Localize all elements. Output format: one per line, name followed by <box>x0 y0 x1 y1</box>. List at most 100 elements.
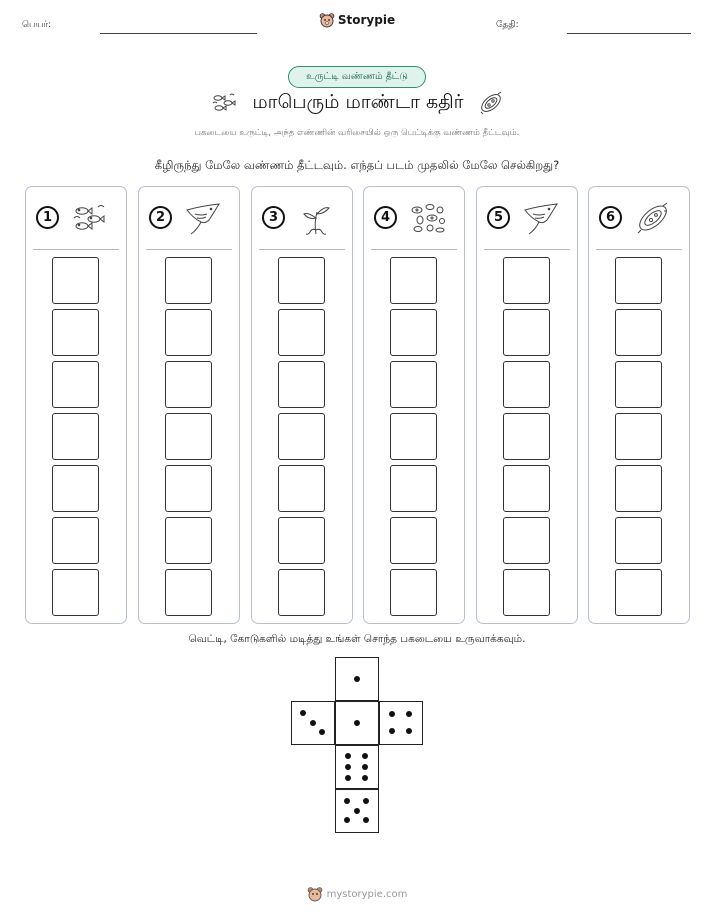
color-box[interactable] <box>390 257 437 304</box>
column-number: 1 <box>36 206 59 229</box>
color-box[interactable] <box>615 465 662 512</box>
question: கீழிருந்து மேலே வண்ணம் தீட்டவும். எந்தப்… <box>154 158 560 172</box>
footer: mystorypie.com <box>0 886 714 902</box>
color-box[interactable] <box>52 569 99 616</box>
date-label: தேதி: <box>496 20 519 30</box>
die-pip <box>363 797 370 804</box>
die-pip <box>362 774 369 781</box>
die-pip <box>343 797 350 804</box>
die-pip <box>353 807 360 814</box>
color-box[interactable] <box>52 257 99 304</box>
column-header: 6 <box>589 187 689 250</box>
color-box[interactable] <box>503 361 550 408</box>
microbe-icon <box>480 91 501 115</box>
color-box[interactable] <box>615 309 662 356</box>
color-box[interactable] <box>390 569 437 616</box>
color-box[interactable] <box>390 309 437 356</box>
color-box[interactable] <box>52 465 99 512</box>
die-pip <box>353 719 360 726</box>
color-box[interactable] <box>615 257 662 304</box>
die-pip <box>388 710 395 717</box>
dice-column-3: 3 <box>251 186 353 624</box>
color-box[interactable] <box>615 517 662 564</box>
color-box[interactable] <box>503 569 550 616</box>
color-box[interactable] <box>52 361 99 408</box>
color-box[interactable] <box>278 569 325 616</box>
color-box[interactable] <box>615 569 662 616</box>
color-box[interactable] <box>503 257 550 304</box>
column-header: 1 <box>26 187 126 250</box>
dice-column-5: 5 <box>476 186 578 624</box>
color-box[interactable] <box>390 517 437 564</box>
column-number: 4 <box>374 206 397 229</box>
color-box[interactable] <box>165 309 212 356</box>
die-pip <box>388 728 395 735</box>
bear-face-icon <box>307 887 322 902</box>
color-box[interactable] <box>165 257 212 304</box>
color-box[interactable] <box>503 309 550 356</box>
color-box[interactable] <box>278 309 325 356</box>
date-line[interactable] <box>567 33 691 34</box>
color-box[interactable] <box>52 413 99 460</box>
color-box[interactable] <box>278 517 325 564</box>
color-box[interactable] <box>503 413 550 460</box>
color-box[interactable] <box>278 361 325 408</box>
column-number: 6 <box>599 206 622 229</box>
die-pip <box>344 763 351 770</box>
column-divider <box>596 249 682 250</box>
dice-column-6: 6 <box>588 186 690 624</box>
color-box[interactable] <box>615 361 662 408</box>
color-box[interactable] <box>165 465 212 512</box>
color-box[interactable] <box>165 517 212 564</box>
color-box[interactable] <box>165 361 212 408</box>
color-box[interactable] <box>52 517 99 564</box>
brand-logo: Storypie <box>0 12 714 28</box>
die-face <box>291 701 335 745</box>
die-pip <box>363 817 370 824</box>
microbe-icon <box>633 200 673 236</box>
die-face <box>379 701 423 745</box>
column-divider <box>146 249 232 250</box>
die-pip <box>344 774 351 781</box>
color-box[interactable] <box>278 257 325 304</box>
color-box[interactable] <box>503 517 550 564</box>
name-line[interactable] <box>100 33 257 34</box>
die-pip <box>406 728 413 735</box>
column-divider <box>371 249 457 250</box>
brand-name: Storypie <box>337 13 396 27</box>
manta-ray-icon <box>521 200 561 236</box>
die-pip <box>362 763 369 770</box>
die-pip <box>343 817 350 824</box>
column-number: 2 <box>149 206 172 229</box>
color-box[interactable] <box>165 569 212 616</box>
column-divider <box>259 249 345 250</box>
die-face <box>335 745 379 789</box>
color-box[interactable] <box>52 309 99 356</box>
color-box[interactable] <box>503 465 550 512</box>
die-pip <box>319 729 326 736</box>
title-row: மாபெரும் மாண்டா கதிர் <box>0 90 714 116</box>
activity-tag: உருட்டி வண்ணம் தீட்டு <box>288 66 426 88</box>
color-box[interactable] <box>390 413 437 460</box>
fish-school-icon <box>213 93 236 111</box>
plankton-icon <box>408 200 448 236</box>
color-box[interactable] <box>390 361 437 408</box>
dice-column-4: 4 <box>363 186 465 624</box>
die-face <box>335 657 379 701</box>
color-box[interactable] <box>615 413 662 460</box>
footer-url: mystorypie.com <box>326 888 408 900</box>
die-pip <box>344 752 351 759</box>
dice-column-2: 2 <box>138 186 240 624</box>
name-label: பெயர்: <box>22 20 52 30</box>
color-box[interactable] <box>390 465 437 512</box>
die-pip <box>309 719 316 726</box>
seaweed-plant-icon <box>296 200 336 236</box>
dice-column-1: 1 <box>25 186 127 624</box>
column-header: 5 <box>477 187 577 250</box>
color-box[interactable] <box>165 413 212 460</box>
page-title: மாபெரும் மாண்டா கதிர் <box>252 90 464 113</box>
column-header: 2 <box>139 187 239 250</box>
die-pip <box>406 710 413 717</box>
color-box[interactable] <box>278 413 325 460</box>
color-box[interactable] <box>278 465 325 512</box>
